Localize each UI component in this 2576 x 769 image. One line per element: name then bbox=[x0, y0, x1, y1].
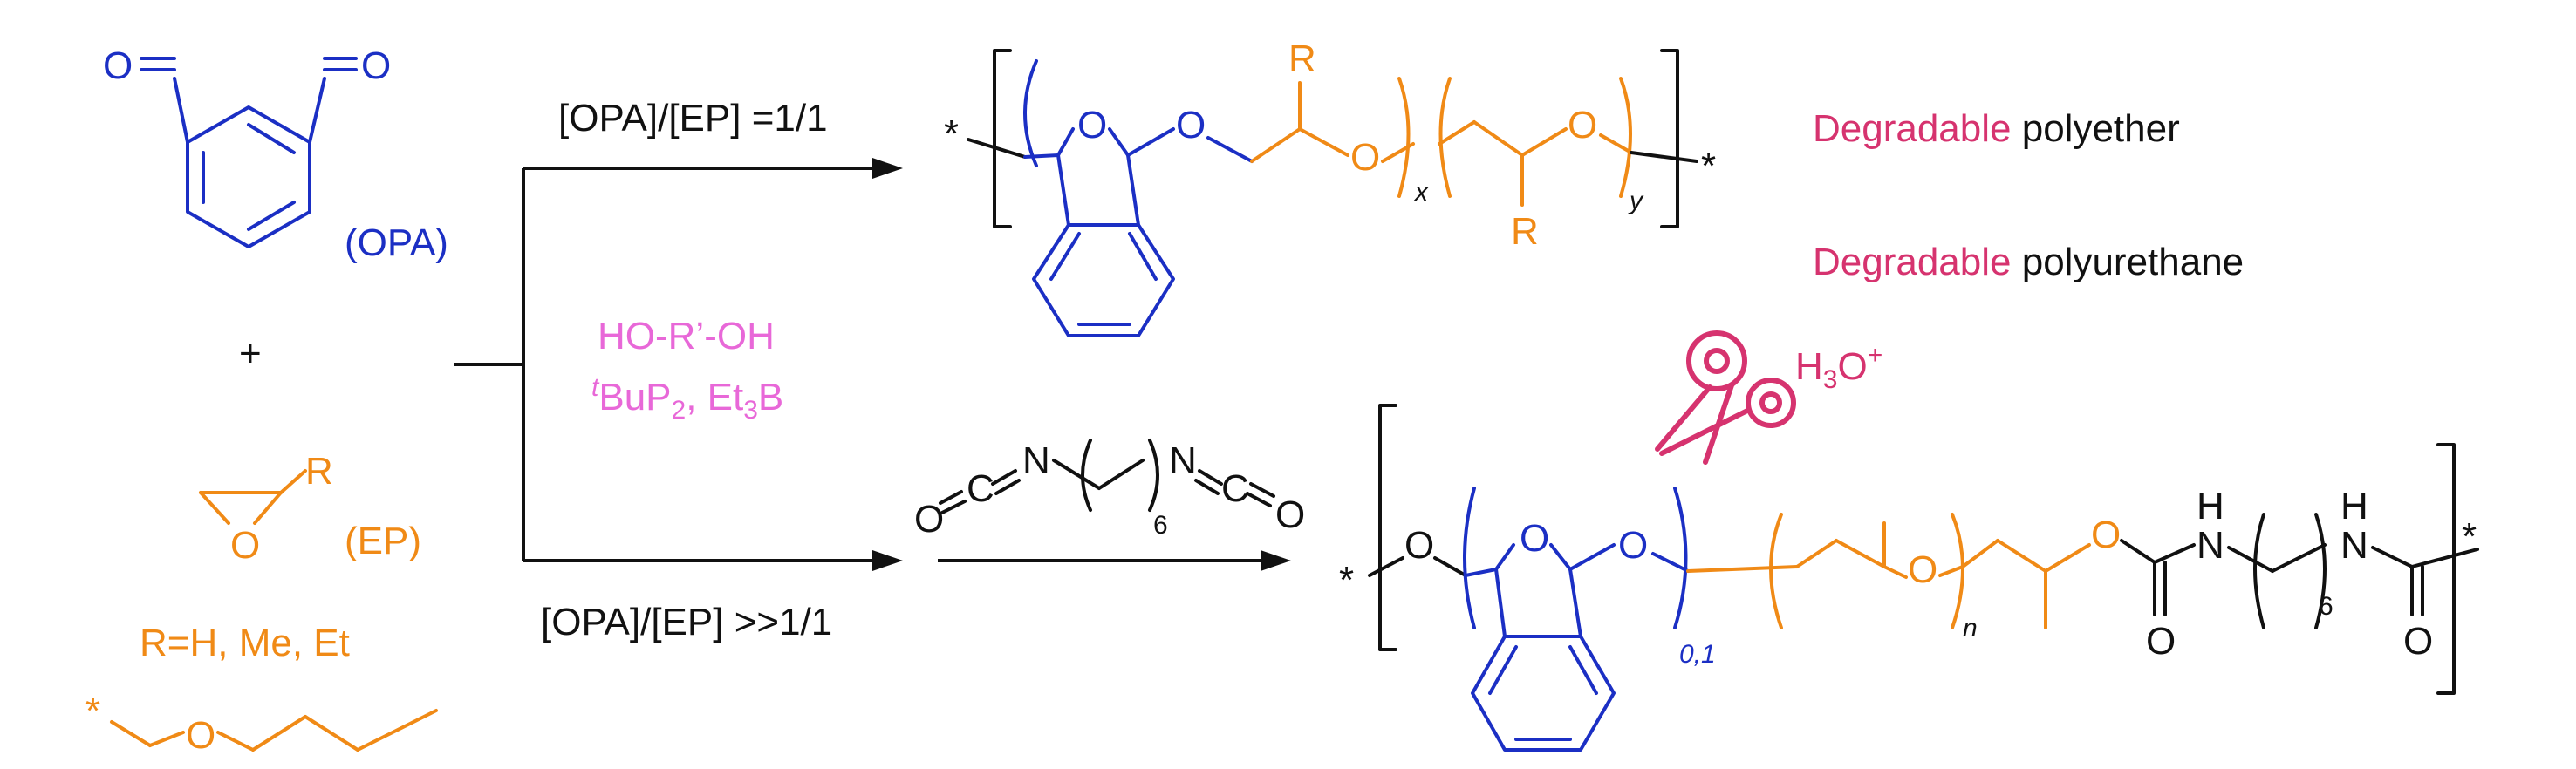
bottom-star-left: * bbox=[1339, 559, 1354, 602]
diisocyanate-structure: O C N 6 N C O bbox=[914, 439, 1305, 541]
top-sub-y: y bbox=[1628, 187, 1644, 215]
epoxide-oxygen: O bbox=[230, 524, 260, 567]
top-sub-x: x bbox=[1413, 178, 1429, 207]
diisocyanate-o-left: O bbox=[914, 498, 944, 541]
opa-label: (OPA) bbox=[345, 221, 448, 264]
top-r-lower: R bbox=[1511, 210, 1539, 253]
top-product-structure: * O O R O x R O bbox=[944, 37, 1716, 337]
top-star-right: * bbox=[1701, 145, 1716, 187]
top-x-oxygen: O bbox=[1350, 136, 1380, 179]
bottom-carbonyl-oxygen-right: O bbox=[2403, 620, 2433, 663]
bottom-furan-oxygen: O bbox=[1520, 517, 1549, 560]
bottom-peo-oxygen: O bbox=[1908, 548, 1937, 591]
epoxide-r-group: R bbox=[305, 450, 333, 493]
ep-label: (EP) bbox=[345, 520, 421, 562]
reaction-arrows bbox=[454, 158, 1291, 571]
opa-left-oxygen: O bbox=[103, 44, 133, 87]
diisocyanate-c-right: C bbox=[1221, 467, 1249, 510]
bottom-h-right: H bbox=[2340, 485, 2368, 527]
diisocyanate-n-right: N bbox=[1169, 439, 1197, 482]
r-group-definition: R=H, Me, Et bbox=[140, 622, 350, 664]
bottom-sub6: 6 bbox=[2319, 592, 2333, 621]
top-furan-oxygen: O bbox=[1077, 104, 1107, 146]
opa-right-oxygen: O bbox=[361, 44, 391, 87]
hydrolysis-label: H3O+ bbox=[1795, 341, 1882, 394]
side-chain-star: * bbox=[85, 690, 100, 732]
epoxide-structure: O R bbox=[199, 450, 333, 567]
bottom-sub-n: n bbox=[1963, 614, 1978, 643]
bottom-h-left: H bbox=[2197, 485, 2224, 527]
diisocyanate-c-left: C bbox=[967, 467, 994, 510]
ratio-top-label: [OPA]/[EP] =1/1 bbox=[558, 97, 828, 140]
scissors-icon bbox=[1655, 330, 1796, 465]
degradable-polyurethane-label: Degradable polyurethane bbox=[1813, 241, 2244, 283]
bottom-sub-01: 0,1 bbox=[1679, 640, 1716, 669]
side-chain-oxygen: O bbox=[186, 714, 215, 757]
diisocyanate-n-left: N bbox=[1022, 439, 1050, 482]
side-chain-structure: * O bbox=[85, 690, 438, 757]
bottom-carbonyl-oxygen-left: O bbox=[2146, 620, 2176, 663]
ratio-bottom-label: [OPA]/[EP] >>1/1 bbox=[541, 601, 832, 643]
top-ether-oxygen: O bbox=[1176, 104, 1206, 146]
bottom-ether-oxygen: O bbox=[1618, 524, 1648, 567]
bottom-n-left: N bbox=[2197, 524, 2224, 567]
top-r-upper: R bbox=[1288, 37, 1316, 80]
diisocyanate-sub6: 6 bbox=[1153, 511, 1168, 540]
plus-sign: + bbox=[239, 332, 262, 375]
initiator-label: HO-R’-OH bbox=[598, 315, 775, 357]
diisocyanate-o-right: O bbox=[1275, 493, 1305, 536]
bottom-star-right: * bbox=[2462, 515, 2477, 558]
catalyst-label: tBuP2, Et3B bbox=[591, 373, 783, 425]
opa-structure: O O bbox=[103, 44, 391, 248]
bottom-n-right: N bbox=[2340, 524, 2368, 567]
bottom-o-start: O bbox=[1404, 524, 1434, 567]
bottom-carbamate-oxygen: O bbox=[2091, 514, 2121, 556]
top-star-left: * bbox=[944, 112, 959, 155]
bottom-product-structure: * O O O 0,1 O n O bbox=[1339, 404, 2479, 752]
top-y-oxygen: O bbox=[1568, 104, 1597, 146]
degradable-polyether-label: Degradable polyether bbox=[1813, 107, 2180, 150]
